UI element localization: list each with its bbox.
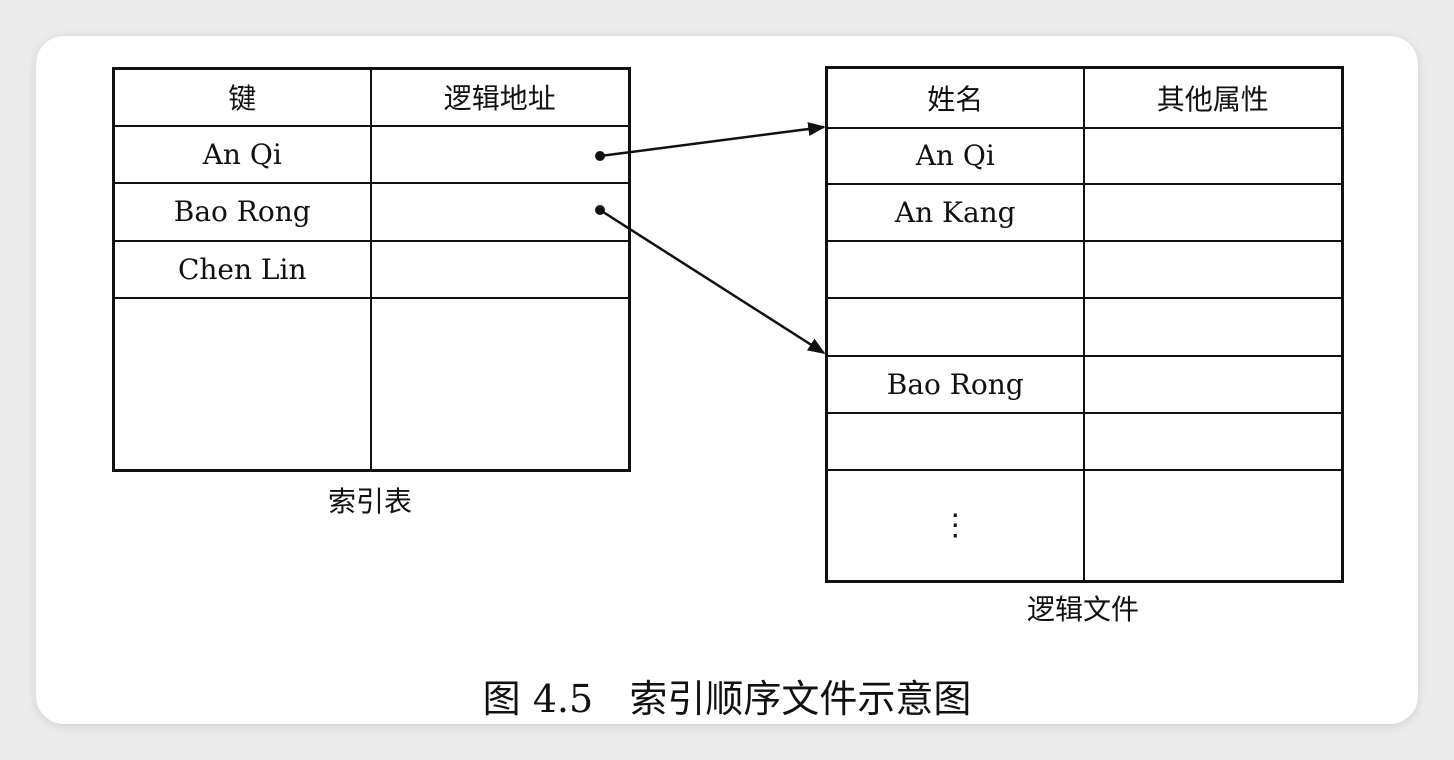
index-address-cell — [369, 181, 631, 242]
file-header-attributes: 其他属性 — [1082, 66, 1344, 129]
index-table: 键 逻辑地址 An Qi Bao Rong Chen Lin — [112, 67, 631, 472]
index-key-cell: An Qi — [112, 124, 372, 184]
index-row: Bao Rong — [112, 181, 631, 242]
index-address-cell — [369, 124, 631, 184]
file-row: Bao Rong — [825, 354, 1344, 414]
file-row: An Kang — [825, 182, 1344, 242]
logical-file-table: 姓名 其他属性 An Qi An Kang Bao Rong ⋮ — [825, 66, 1344, 583]
index-row — [112, 296, 631, 472]
file-attr-cell — [1082, 239, 1344, 299]
index-table-header-row: 键 逻辑地址 — [112, 67, 631, 127]
pointer-line — [599, 122, 826, 158]
file-table-header-row: 姓名 其他属性 — [825, 66, 1344, 129]
file-row: ⋮ — [825, 468, 1344, 583]
file-attr-cell — [1082, 411, 1344, 471]
index-key-cell: Chen Lin — [112, 239, 372, 299]
file-row — [825, 296, 1344, 357]
index-key-cell: Bao Rong — [112, 181, 372, 242]
file-attr-cell — [1082, 468, 1344, 583]
logical-file-caption: 逻辑文件 — [1026, 593, 1139, 626]
file-name-cell: An Qi — [825, 126, 1085, 185]
file-name-cell — [825, 239, 1085, 299]
file-row — [825, 239, 1344, 299]
index-key-cell — [112, 296, 372, 472]
file-attr-cell — [1082, 296, 1344, 357]
index-row: Chen Lin — [112, 239, 631, 299]
index-address-cell — [369, 296, 631, 472]
pointer-arrow-bao-rong — [595, 205, 826, 355]
file-name-cell — [825, 296, 1085, 357]
index-row: An Qi — [112, 124, 631, 184]
file-attr-cell — [1082, 126, 1344, 185]
file-row: An Qi — [825, 126, 1344, 185]
figure-caption-text: 索引顺序文件示意图 — [629, 677, 972, 721]
pointer-line — [599, 208, 826, 355]
file-attr-cell — [1082, 354, 1344, 414]
file-attr-cell — [1082, 182, 1344, 242]
figure-number: 图 4.5 — [482, 677, 594, 721]
figure-title: 图 4.5 索引顺序文件示意图 — [0, 668, 1454, 723]
pointer-arrow-an-qi — [595, 122, 826, 161]
file-header-name: 姓名 — [825, 66, 1085, 129]
index-header-key: 键 — [112, 67, 372, 127]
index-address-cell — [369, 239, 631, 299]
file-name-cell: An Kang — [825, 182, 1085, 242]
file-name-cell — [825, 411, 1085, 471]
file-name-cell: Bao Rong — [825, 354, 1085, 414]
index-header-address: 逻辑地址 — [369, 67, 631, 127]
index-table-caption: 索引表 — [327, 485, 412, 518]
file-row — [825, 411, 1344, 471]
ellipsis-cell: ⋮ — [825, 468, 1085, 583]
